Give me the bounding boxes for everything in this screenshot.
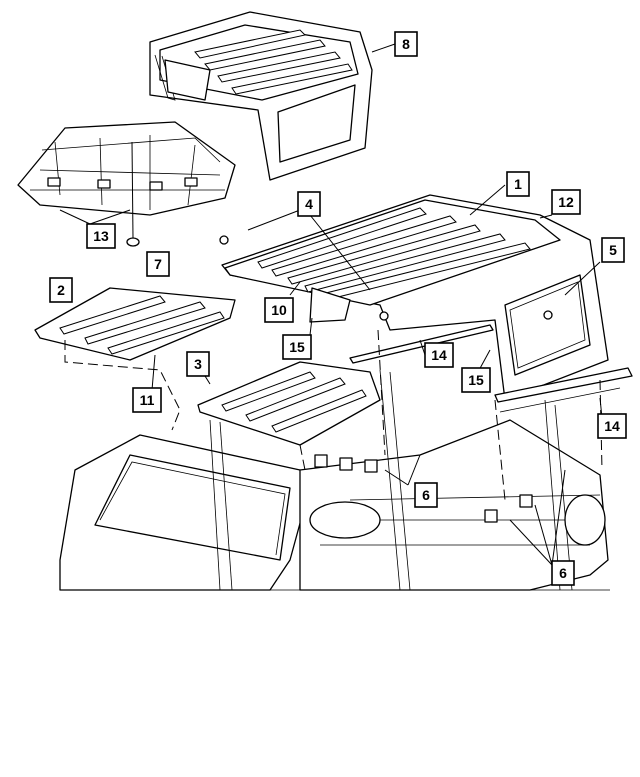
callout-label: 8 bbox=[402, 36, 410, 52]
callout-label: 6 bbox=[559, 565, 567, 581]
callout-15-left: 15 bbox=[282, 334, 312, 360]
callout-label: 14 bbox=[604, 418, 620, 434]
callout-14-right: 14 bbox=[597, 413, 627, 439]
callout-15-right: 15 bbox=[461, 367, 491, 393]
callout-label: 7 bbox=[154, 256, 162, 272]
callout-10: 10 bbox=[264, 297, 294, 323]
callout-label: 15 bbox=[468, 372, 484, 388]
callout-label: 6 bbox=[422, 487, 430, 503]
callout-7: 7 bbox=[146, 251, 170, 277]
hardtop-shell-illustration bbox=[149, 11, 373, 181]
hardtop-assembly-illustration bbox=[219, 194, 609, 401]
headliner-panels-illustration bbox=[34, 287, 381, 446]
callout-label: 14 bbox=[431, 347, 447, 363]
callout-label: 12 bbox=[558, 194, 574, 210]
callout-5: 5 bbox=[601, 237, 625, 263]
callout-label: 11 bbox=[140, 392, 155, 408]
callout-12: 12 bbox=[551, 189, 581, 215]
callout-label: 15 bbox=[289, 339, 305, 355]
callout-14-center: 14 bbox=[424, 342, 454, 368]
callout-label: 10 bbox=[271, 302, 287, 318]
callout-13: 13 bbox=[86, 223, 116, 249]
callout-label: 5 bbox=[609, 242, 617, 258]
callout-8: 8 bbox=[394, 31, 418, 57]
callout-3: 3 bbox=[186, 351, 210, 377]
callout-label: 2 bbox=[57, 282, 65, 298]
callout-label: 4 bbox=[305, 196, 313, 212]
vehicle-body-illustration bbox=[59, 369, 610, 591]
callout-label: 1 bbox=[514, 176, 522, 192]
callout-1: 1 bbox=[506, 171, 530, 197]
callout-label: 3 bbox=[194, 356, 202, 372]
callout-2: 2 bbox=[49, 277, 73, 303]
callout-6-right: 6 bbox=[551, 560, 575, 586]
callout-label: 13 bbox=[93, 228, 109, 244]
callout-4: 4 bbox=[297, 191, 321, 217]
callout-11: 11 bbox=[132, 387, 162, 413]
callout-6-center: 6 bbox=[414, 482, 438, 508]
leader-lines bbox=[59, 43, 603, 566]
headliner-underside-illustration bbox=[17, 121, 236, 247]
